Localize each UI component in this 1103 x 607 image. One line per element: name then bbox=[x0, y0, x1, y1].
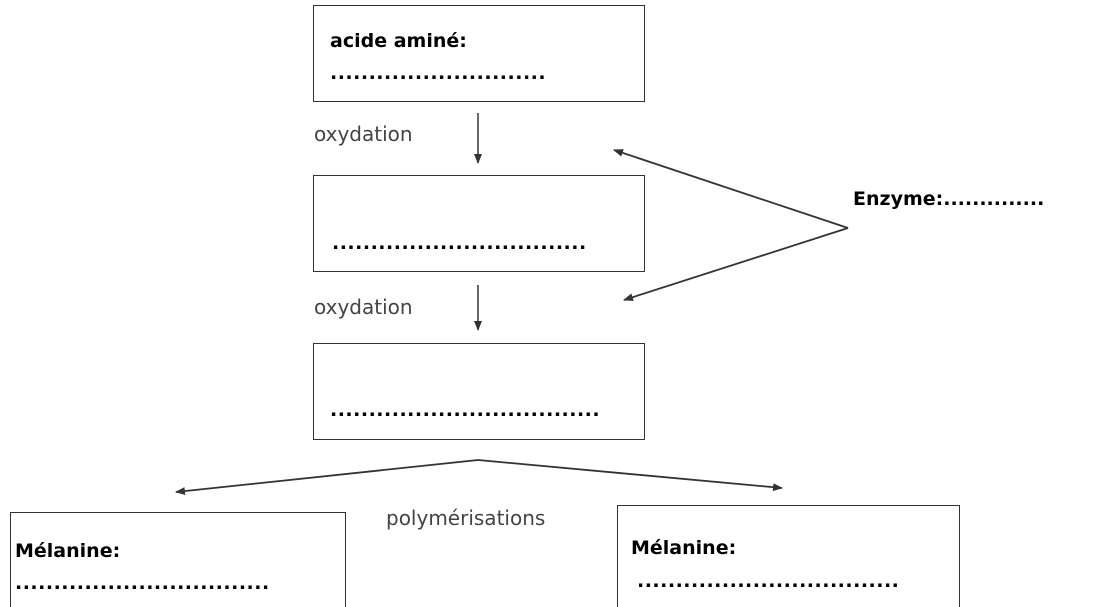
melanin-left-blank: ................................. bbox=[15, 572, 270, 594]
arrow-enzyme-to-step1 bbox=[613, 149, 849, 229]
intermediate-1-blank: ................................. bbox=[332, 232, 587, 254]
step-oxydation-2: oxydation bbox=[314, 295, 413, 319]
enzyme-label: Enzyme:.............. bbox=[853, 188, 1045, 210]
arrow-poly-right bbox=[477, 459, 783, 492]
melanin-right-blank: .................................. bbox=[637, 570, 900, 592]
box-amino-acid bbox=[313, 5, 645, 102]
box-melanin-right bbox=[617, 505, 960, 607]
box-intermediate-1 bbox=[313, 175, 645, 272]
arrow-enzyme-to-step2 bbox=[623, 227, 849, 302]
step-oxydation-1: oxydation bbox=[314, 122, 413, 146]
amino-acid-blank: ............................ bbox=[330, 62, 547, 84]
box-melanin-left bbox=[10, 512, 346, 607]
amino-acid-label: acide aminé: bbox=[330, 30, 467, 52]
arrow-poly-left bbox=[175, 459, 479, 496]
box-intermediate-2 bbox=[313, 343, 645, 440]
intermediate-2-blank: ................................... bbox=[330, 399, 601, 421]
step-polymerisations: polymérisations bbox=[386, 506, 546, 530]
melanin-left-label: Mélanine: bbox=[15, 540, 121, 562]
melanin-right-label: Mélanine: bbox=[631, 537, 737, 559]
